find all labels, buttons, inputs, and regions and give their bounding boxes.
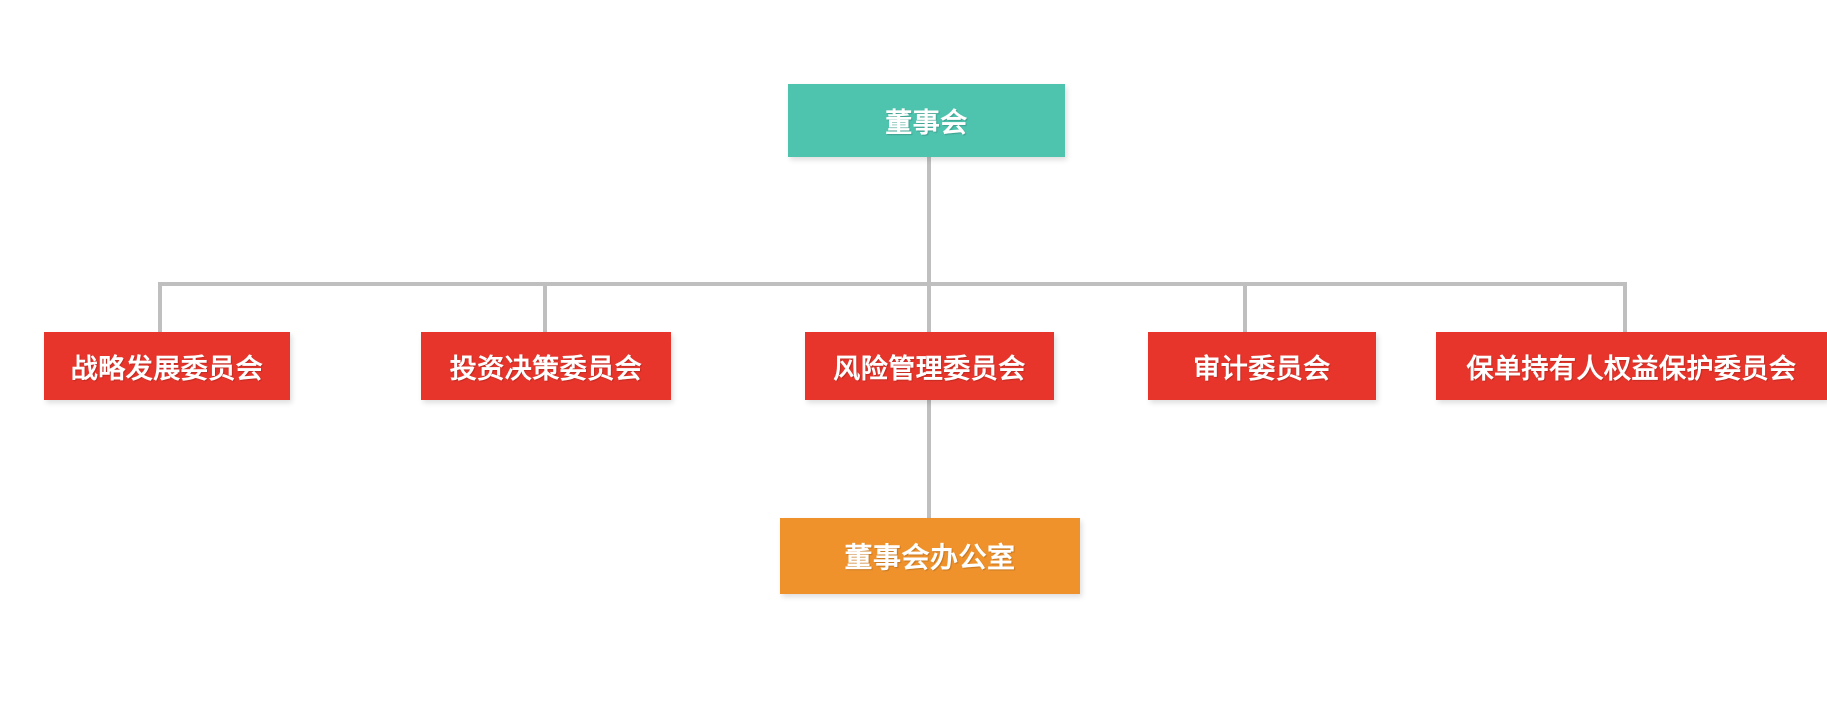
node-label: 战略发展委员会 [70, 353, 264, 384]
node-strategy-development-committee[interactable]: 战略发展委员会 [44, 332, 290, 400]
node-board-of-directors[interactable]: 董事会 [788, 84, 1065, 157]
connector-horizontal-bus [160, 282, 1627, 286]
connector-bus-to-investment [543, 282, 547, 334]
connector-bus-to-policyholder [1623, 282, 1627, 334]
connector-bus-to-risk [927, 282, 931, 334]
node-policyholder-rights-protection-committee[interactable]: 保单持有人权益保护委员会 [1436, 332, 1827, 400]
connector-risk-to-office [927, 399, 931, 519]
connector-bus-to-audit [1243, 282, 1247, 334]
node-label: 风险管理委员会 [833, 353, 1026, 384]
node-label: 投资决策委员会 [449, 353, 643, 384]
connector-bus-to-strategy [158, 282, 162, 334]
node-investment-decision-committee[interactable]: 投资决策委员会 [421, 332, 671, 400]
node-label: 董事会 [885, 108, 968, 138]
node-label: 保单持有人权益保护委员会 [1466, 353, 1797, 384]
node-board-office[interactable]: 董事会办公室 [780, 518, 1080, 594]
node-label: 董事会办公室 [844, 542, 1016, 573]
node-risk-management-committee[interactable]: 风险管理委员会 [805, 332, 1054, 400]
node-audit-committee[interactable]: 审计委员会 [1148, 332, 1376, 400]
connector-root-to-bus [927, 157, 931, 284]
node-label: 审计委员会 [1193, 353, 1331, 384]
